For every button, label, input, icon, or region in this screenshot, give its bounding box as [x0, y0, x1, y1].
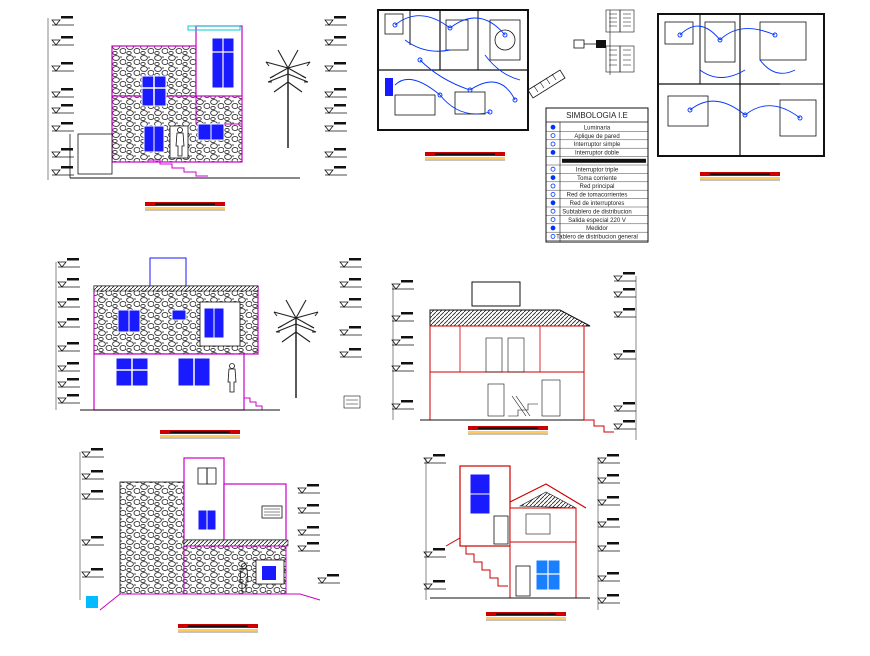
rear-elevation — [55, 257, 363, 439]
cross-section-b — [423, 453, 621, 621]
legend-label: Interruptor triple — [576, 167, 619, 173]
legend-row: Medidor — [546, 225, 648, 233]
switch-network-icon — [550, 200, 556, 206]
legend-row: Red de tomacorrientes — [546, 191, 648, 199]
second-floor-plan — [657, 13, 825, 181]
level-marks-right — [324, 15, 348, 176]
legend-label: Interruptor doble — [575, 151, 620, 157]
legend-row: Salida especial 220 V — [546, 217, 648, 225]
outlet-icon — [550, 175, 556, 181]
legend-row: Interruptor doble — [546, 149, 648, 157]
legend-row: Interruptor triple — [546, 166, 648, 174]
legend-label: Luminaria — [584, 125, 611, 131]
legend-label: Medidor — [586, 226, 608, 232]
legend-row: Aplique de pared — [546, 133, 648, 141]
wiring — [392, 15, 521, 115]
wall-light-icon — [550, 133, 556, 139]
single-switch-icon — [550, 141, 556, 147]
legend-row — [546, 158, 648, 166]
legend-label: Red de tomacorrientes — [567, 193, 628, 199]
special-outlet-icon — [550, 217, 556, 223]
legend-label: Interruptor simple — [574, 142, 621, 148]
palm-tree — [265, 49, 311, 149]
legend-row: Interruptor simple — [546, 141, 648, 149]
legend-title: SIMBOLOGIA I.E — [566, 111, 628, 120]
legend-label: Aplique de pared — [574, 134, 619, 140]
legend-row: Toma corriente — [546, 175, 648, 183]
legend-label: Salida especial 220 V — [568, 218, 626, 224]
front-elevation — [47, 15, 348, 211]
main-panel-icon — [550, 233, 556, 239]
legend-label: Toma corriente — [577, 176, 617, 182]
legend-label: Tablero de distribucion general — [556, 235, 638, 241]
legend-row: Luminaria — [546, 124, 648, 132]
riser-diagram — [573, 9, 635, 75]
window — [141, 75, 167, 107]
legend-label: Red principal — [579, 184, 614, 190]
luminaire-icon — [550, 124, 556, 130]
legend-row: Subtablero de distribucion — [546, 208, 648, 216]
main-line-icon — [550, 183, 556, 189]
subpanel-icon — [550, 208, 556, 214]
black-bar — [562, 158, 646, 163]
double-switch-icon — [550, 149, 556, 155]
side-elevation — [79, 447, 341, 633]
legend-row: Red de interruptores — [546, 200, 648, 208]
legend-label: Subtablero de distribucion — [562, 209, 631, 215]
triple-switch-icon — [550, 166, 556, 172]
legend-row: Tablero de distribucion general — [546, 233, 648, 241]
first-floor-plan — [377, 9, 566, 161]
legend-row: Red principal — [546, 183, 648, 191]
cross-section-a — [391, 271, 637, 440]
level-marks-left — [47, 15, 75, 180]
outlet-network-icon — [550, 191, 556, 197]
meter-icon — [550, 225, 556, 231]
legend-label: Red de interruptores — [570, 201, 625, 207]
